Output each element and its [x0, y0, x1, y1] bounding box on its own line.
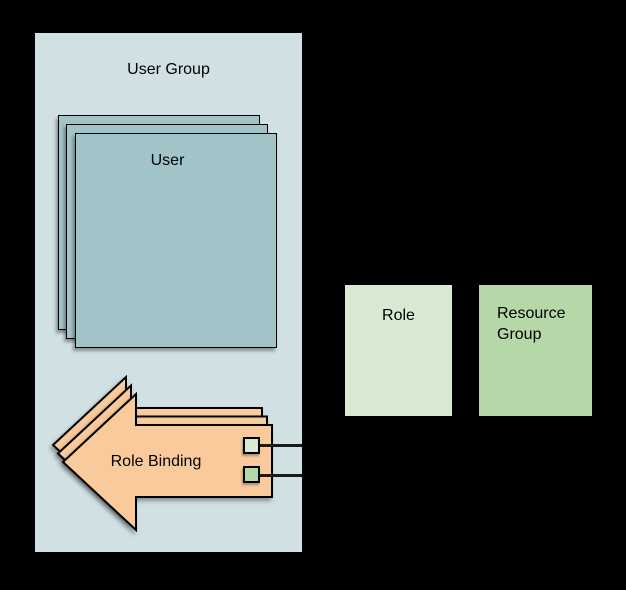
role-box [345, 285, 452, 416]
role-port-square [243, 437, 260, 454]
role-binding-arrow-front [61, 391, 273, 533]
user-label: User [150, 152, 185, 169]
resource-group-label: Resource Group [497, 305, 566, 343]
user-group-label: User Group [127, 61, 210, 78]
role-label: Role [382, 307, 415, 324]
resource-group-port-square [243, 466, 260, 483]
user-sheet-front [75, 133, 277, 348]
resource-group-box [479, 285, 592, 416]
role-connector-line [258, 444, 302, 447]
resource-group-connector-line [258, 474, 302, 477]
role-binding-label: Role Binding [110, 453, 202, 470]
role-binding-arrow [51, 374, 273, 533]
